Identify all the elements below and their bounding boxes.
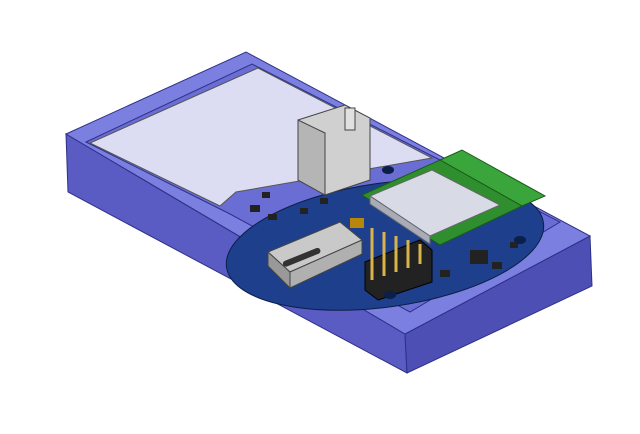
battery-connector [297, 104, 371, 196]
smd-components [250, 192, 518, 277]
rf-module [360, 149, 547, 246]
usb-c-connector [267, 221, 363, 290]
pin-header [364, 228, 433, 301]
screw-holes [382, 166, 526, 299]
